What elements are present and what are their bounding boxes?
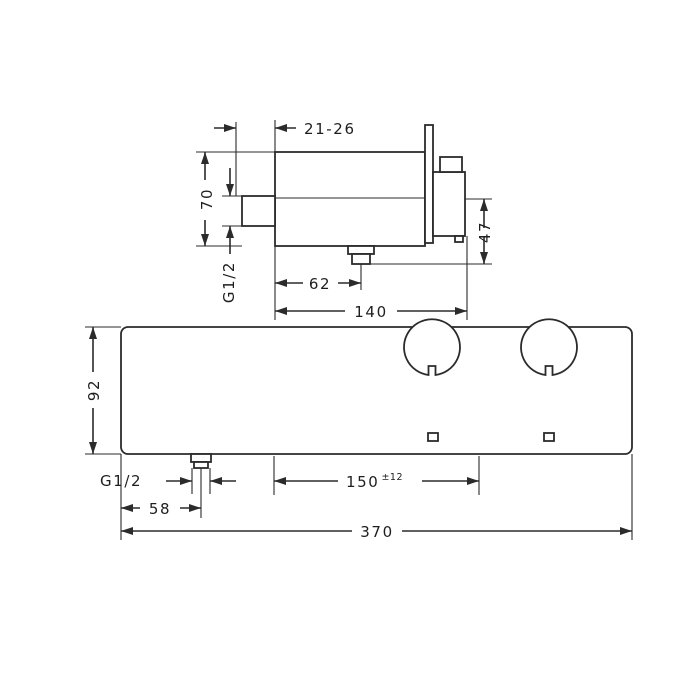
side-handle-cap (439, 156, 463, 173)
side-outlet-collar (347, 245, 375, 255)
dim-label-inlet-offset: 58 (149, 500, 171, 518)
dim-label-height: 70 (198, 188, 216, 210)
front-handle-left (403, 318, 461, 442)
dim-handle-spacing-tolerance: ±12 (381, 472, 403, 483)
dim-label-front-height: 92 (85, 379, 103, 401)
side-view: 21-26 70 G1/2 47 62 140 (196, 120, 494, 321)
dim-label-handle-spacing: 150±12 (346, 472, 403, 491)
side-handle-tab (454, 235, 464, 243)
front-body (120, 326, 633, 455)
dim-label-total-width: 370 (360, 523, 393, 541)
front-inlet-collar (190, 453, 212, 463)
dim-label-inlet-thread-side: G1/2 (220, 261, 238, 303)
dim-label-depth-range: 21-26 (304, 120, 356, 138)
dim-label-outlet-height: 47 (476, 221, 494, 243)
handle-knob (520, 318, 578, 377)
handle-knob (403, 318, 461, 377)
dim-handle-spacing-value: 150 (346, 473, 379, 491)
front-inlet-nut (193, 461, 209, 469)
side-inlet-stub (241, 195, 276, 227)
front-handle-right (520, 318, 578, 442)
dim-label-inlet-thread-front: G1/2 (100, 472, 142, 490)
side-wall-plate (424, 124, 434, 244)
handle-tab (427, 432, 439, 442)
dim-label-outlet-offset: 62 (309, 275, 331, 293)
side-outlet-nut (351, 253, 371, 265)
handle-tab (543, 432, 555, 442)
side-handle (432, 171, 466, 237)
front-view: 92 G1/2 58 150±12 370 (85, 318, 633, 541)
dim-label-total-depth: 140 (354, 303, 387, 321)
side-body (274, 151, 426, 247)
